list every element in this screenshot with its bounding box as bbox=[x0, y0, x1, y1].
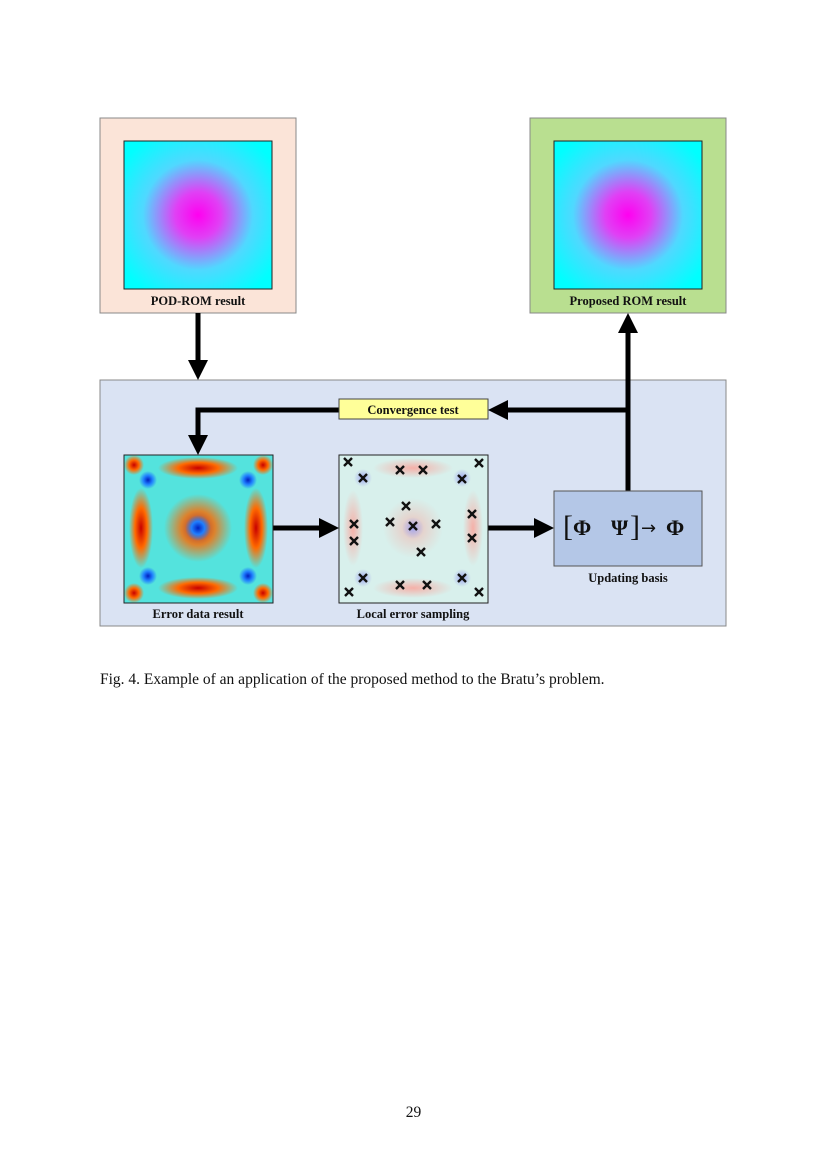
sample-point-x-icon bbox=[422, 580, 432, 590]
convergence-test-box: Convergence test bbox=[338, 398, 489, 420]
sample-point-x-icon bbox=[395, 580, 405, 590]
psi-symbol: Ψ bbox=[611, 515, 629, 540]
local-error-sampling-map bbox=[338, 454, 489, 604]
updating-basis-label: Updating basis bbox=[588, 571, 668, 585]
bracket-open: [ bbox=[563, 510, 573, 543]
method-diagram: POD-ROM result Proposed ROM result Conve… bbox=[99, 117, 727, 627]
pod-rom-panel: POD-ROM result bbox=[99, 117, 297, 314]
bracket-close: ] bbox=[630, 510, 640, 543]
error-data-heatmap bbox=[123, 454, 274, 604]
sample-point-x-icon bbox=[408, 521, 418, 531]
sample-point-x-icon bbox=[358, 473, 368, 483]
sample-point-x-icon bbox=[457, 573, 467, 583]
updating-basis-box: [ Φ Ψ ] → Φ bbox=[553, 490, 703, 567]
sample-point-x-icon bbox=[474, 587, 484, 597]
sample-point-x-icon bbox=[431, 519, 441, 529]
page-number: 29 bbox=[405, 1104, 422, 1121]
sample-point-x-icon bbox=[401, 501, 411, 511]
sample-point-x-icon bbox=[395, 465, 405, 475]
arrow-symbol: → bbox=[641, 518, 656, 539]
sample-points bbox=[343, 457, 484, 597]
convergence-label: Convergence test bbox=[367, 403, 459, 417]
figure-caption: Fig. 4. Example of an application of the… bbox=[100, 671, 605, 688]
proposed-rom-solution-image bbox=[553, 140, 703, 290]
error-data-label: Error data result bbox=[153, 607, 245, 621]
pod-rom-solution-image bbox=[123, 140, 273, 290]
sample-point-x-icon bbox=[474, 458, 484, 468]
phi-result-symbol: Φ bbox=[666, 515, 684, 540]
local-sampling-label: Local error sampling bbox=[357, 607, 470, 621]
loop-arrow-to-error bbox=[188, 407, 339, 455]
sample-point-x-icon bbox=[358, 573, 368, 583]
sample-point-x-icon bbox=[457, 474, 467, 484]
proposed-rom-panel: Proposed ROM result bbox=[529, 117, 727, 314]
proposed-rom-label: Proposed ROM result bbox=[570, 294, 688, 308]
sample-point-x-icon bbox=[349, 536, 359, 546]
phi-symbol: Φ bbox=[573, 515, 591, 540]
sample-point-x-icon bbox=[467, 509, 477, 519]
sample-point-x-icon bbox=[416, 547, 426, 557]
sample-point-x-icon bbox=[467, 533, 477, 543]
sample-point-x-icon bbox=[418, 465, 428, 475]
sample-point-x-icon bbox=[343, 457, 353, 467]
sample-point-x-icon bbox=[349, 519, 359, 529]
sample-point-x-icon bbox=[385, 517, 395, 527]
pod-rom-label: POD-ROM result bbox=[151, 294, 246, 308]
sample-point-x-icon bbox=[344, 587, 354, 597]
